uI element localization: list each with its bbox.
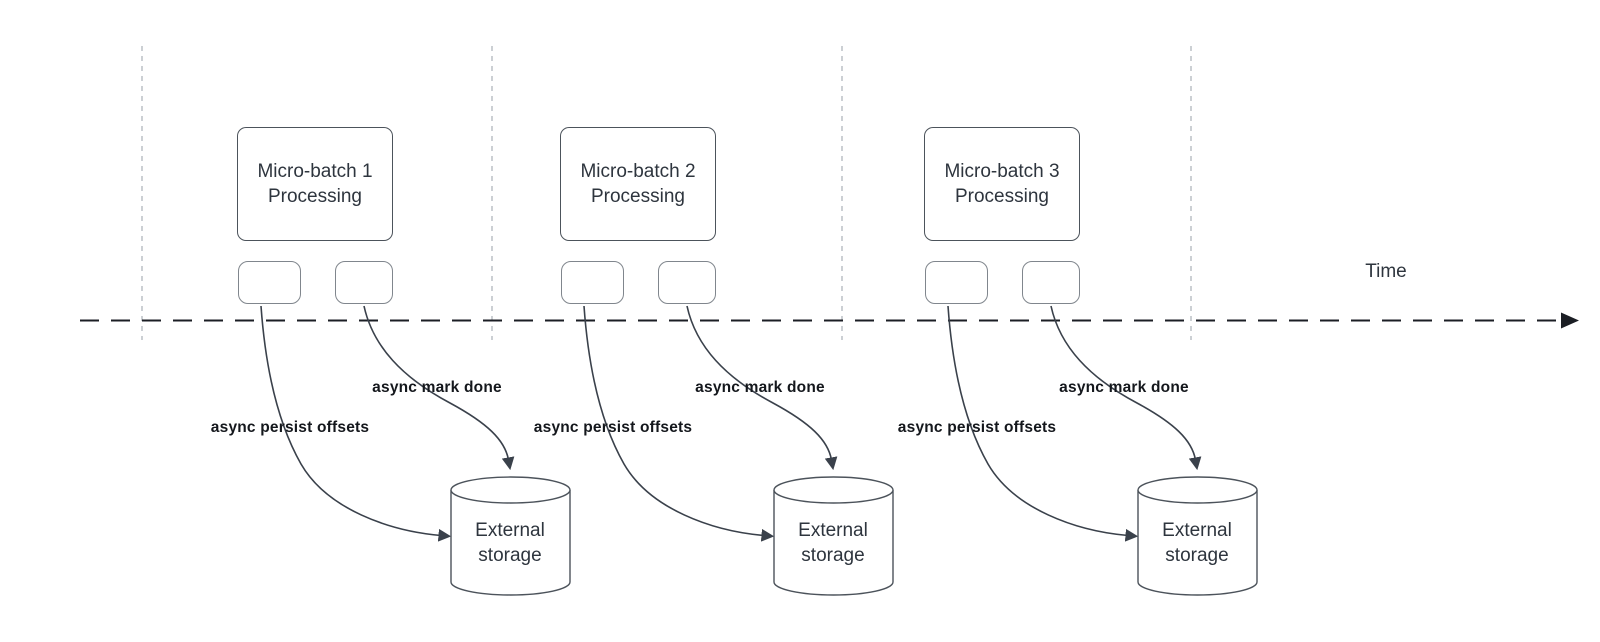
flow-arrows-column-3 — [947, 305, 1202, 542]
external-storage-label-1: External storage — [475, 520, 545, 566]
time-axis-arrowhead-icon — [1561, 312, 1579, 329]
persist-offsets-node-1 — [238, 261, 301, 304]
persist-offsets-node-2 — [561, 261, 624, 304]
micro-batch-2-process-box: Micro-batch 2 Processing — [560, 127, 716, 241]
persist-offsets-label-1: async persist offsets — [210, 419, 370, 436]
micro-batch-1-process-label: Micro-batch 1 Processing — [257, 161, 373, 207]
mark-done-node-1 — [335, 261, 393, 304]
micro-batch-3-process-box: Micro-batch 3 Processing — [924, 127, 1080, 241]
external-storage-label-2: External storage — [798, 520, 868, 566]
storage-cylinder-2 — [773, 476, 894, 596]
persist-offsets-node-3 — [925, 261, 988, 304]
time-axis — [80, 312, 1579, 329]
persist-offsets-label-2: async persist offsets — [533, 419, 693, 436]
time-guides — [141, 46, 1192, 340]
time-axis-label: Time — [1365, 261, 1407, 282]
persist-offsets-arrow-3 — [947, 305, 1139, 542]
storage-cylinder-3 — [1137, 476, 1258, 596]
mark-done-arrow-2 — [686, 305, 838, 471]
mark-done-label-1: async mark done — [372, 379, 502, 396]
mark-done-arrow-3 — [1050, 305, 1202, 471]
mark-done-node-3 — [1022, 261, 1080, 304]
mark-done-node-2 — [658, 261, 716, 304]
persist-offsets-label-3: async persist offsets — [897, 419, 1057, 436]
mark-done-label-3: async mark done — [1059, 379, 1189, 396]
persist-offsets-arrow-1 — [260, 305, 452, 542]
persist-offsets-arrow-2 — [583, 305, 775, 542]
flow-arrows-column-2 — [583, 305, 838, 542]
external-storage-label-3: External storage — [1162, 520, 1232, 566]
mark-done-label-2: async mark done — [695, 379, 825, 396]
micro-batch-1-process-box: Micro-batch 1 Processing — [237, 127, 393, 241]
flow-arrows-column-1 — [260, 305, 515, 542]
micro-batch-3-process-label: Micro-batch 3 Processing — [944, 161, 1060, 207]
mark-done-arrow-1 — [363, 305, 515, 471]
micro-batch-2-process-label: Micro-batch 2 Processing — [580, 161, 696, 207]
storage-cylinder-1 — [450, 476, 571, 596]
